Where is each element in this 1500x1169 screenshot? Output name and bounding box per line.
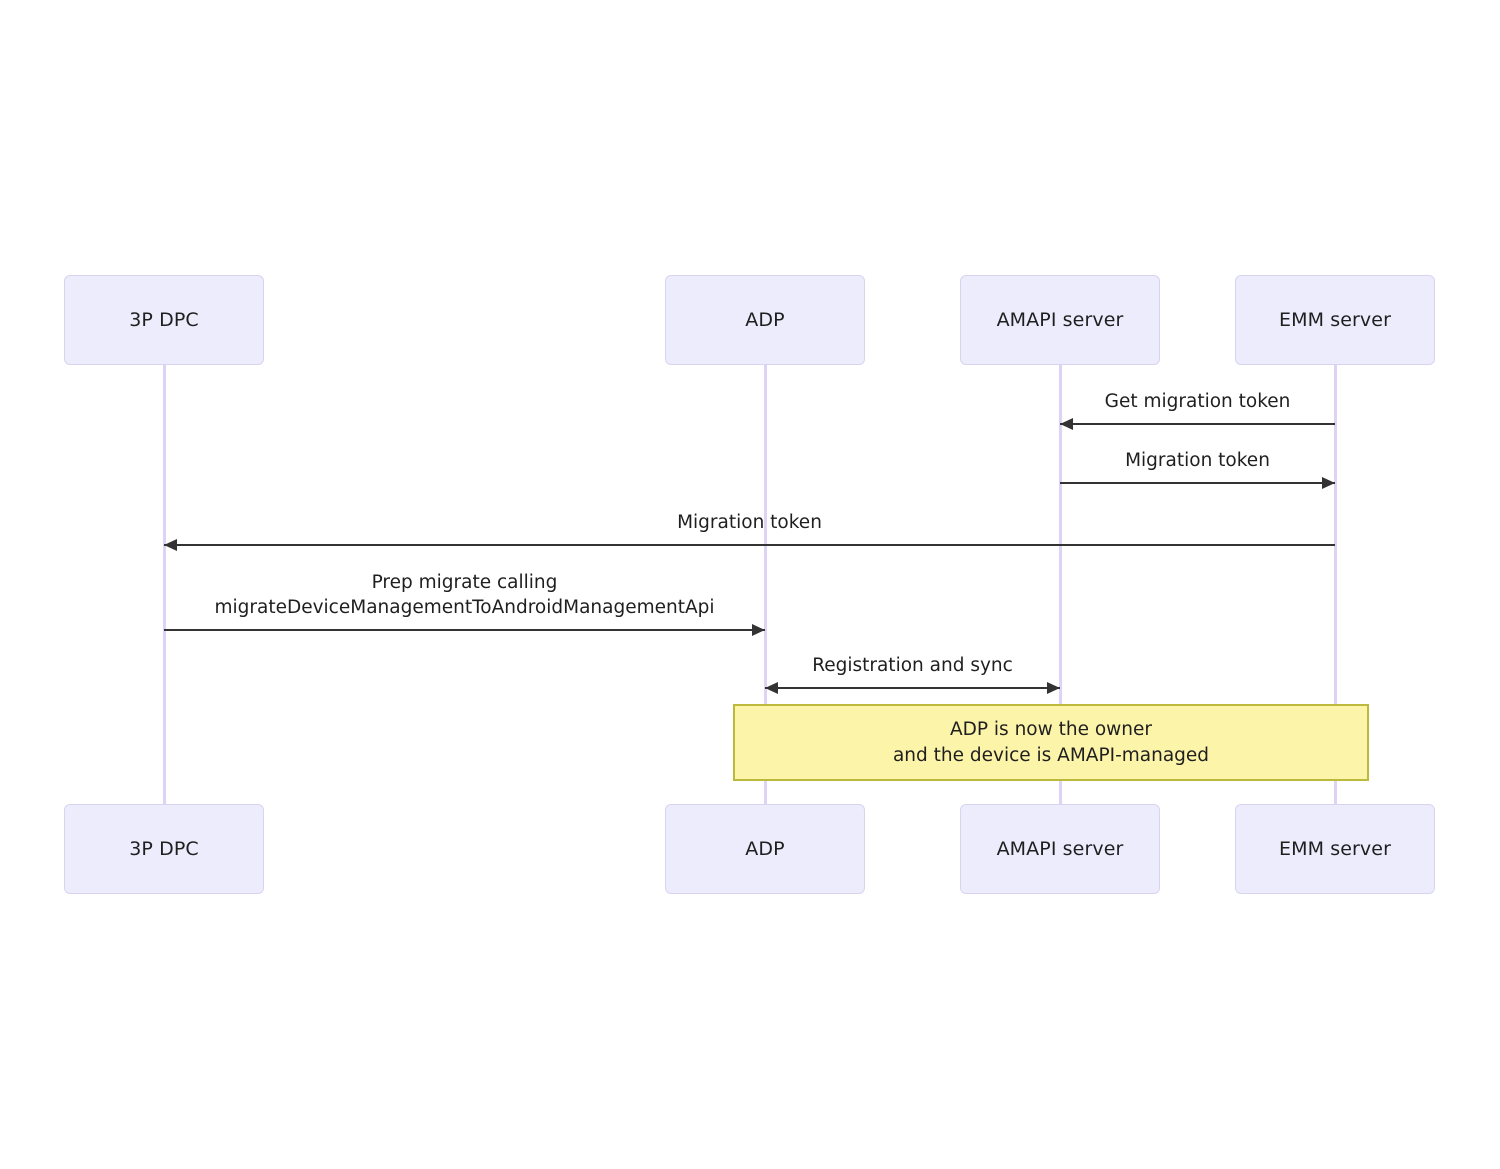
message-line xyxy=(1060,423,1335,425)
arrowhead-right xyxy=(1047,682,1060,694)
note-line: and the device is AMAPI-managed xyxy=(892,744,1210,766)
message-label-m4: Prep migrate calling migrateDeviceManagem… xyxy=(0,570,1215,620)
message-label-line: Registration and sync xyxy=(812,655,1013,676)
arrowhead-left xyxy=(164,539,177,551)
message-line xyxy=(765,687,1060,689)
participant-top-dpc[interactable]: 3P DPC xyxy=(64,275,264,365)
participant-bottom-dpc[interactable]: 3P DPC xyxy=(64,804,264,894)
lifeline-adp xyxy=(764,365,767,804)
participant-label: 3P DPC xyxy=(129,309,199,331)
message-label-line: Prep migrate calling xyxy=(371,572,558,593)
lifeline-emm xyxy=(1334,365,1337,804)
participant-label: ADP xyxy=(745,309,785,331)
participant-label: ADP xyxy=(745,838,785,860)
message-label-m3: Migration token xyxy=(0,510,1500,535)
note-n1: ADP is now the owner and the device is AM… xyxy=(733,704,1369,781)
message-label-m1: Get migration token xyxy=(448,389,1500,414)
participant-label: 3P DPC xyxy=(129,838,199,860)
participant-top-adp[interactable]: ADP xyxy=(665,275,865,365)
participant-bottom-emm[interactable]: EMM server xyxy=(1235,804,1435,894)
participant-label: EMM server xyxy=(1279,309,1391,331)
participant-bottom-amapi[interactable]: AMAPI server xyxy=(960,804,1160,894)
arrowhead-right xyxy=(1322,477,1335,489)
participant-top-amapi[interactable]: AMAPI server xyxy=(960,275,1160,365)
message-label-line: Migration token xyxy=(677,512,822,533)
message-label-m5: Registration and sync xyxy=(163,653,1500,678)
arrowhead-left xyxy=(765,682,778,694)
message-line xyxy=(164,629,765,631)
participant-label: EMM server xyxy=(1279,838,1391,860)
message-label-line: Get migration token xyxy=(1104,391,1291,412)
message-label-line: migrateDeviceManagementToAndroidManageme… xyxy=(214,597,715,618)
message-line xyxy=(1060,482,1335,484)
message-label-m2: Migration token xyxy=(448,448,1500,473)
message-line xyxy=(164,544,1335,546)
lifeline-amapi xyxy=(1059,365,1062,804)
participant-bottom-adp[interactable]: ADP xyxy=(665,804,865,894)
participant-label: AMAPI server xyxy=(996,838,1124,860)
participant-top-emm[interactable]: EMM server xyxy=(1235,275,1435,365)
participant-label: AMAPI server xyxy=(996,309,1124,331)
arrowhead-right xyxy=(752,624,765,636)
lifeline-dpc xyxy=(163,365,166,804)
arrowhead-left xyxy=(1060,418,1073,430)
note-line: ADP is now the owner xyxy=(949,718,1153,740)
message-label-line: Migration token xyxy=(1125,450,1270,471)
